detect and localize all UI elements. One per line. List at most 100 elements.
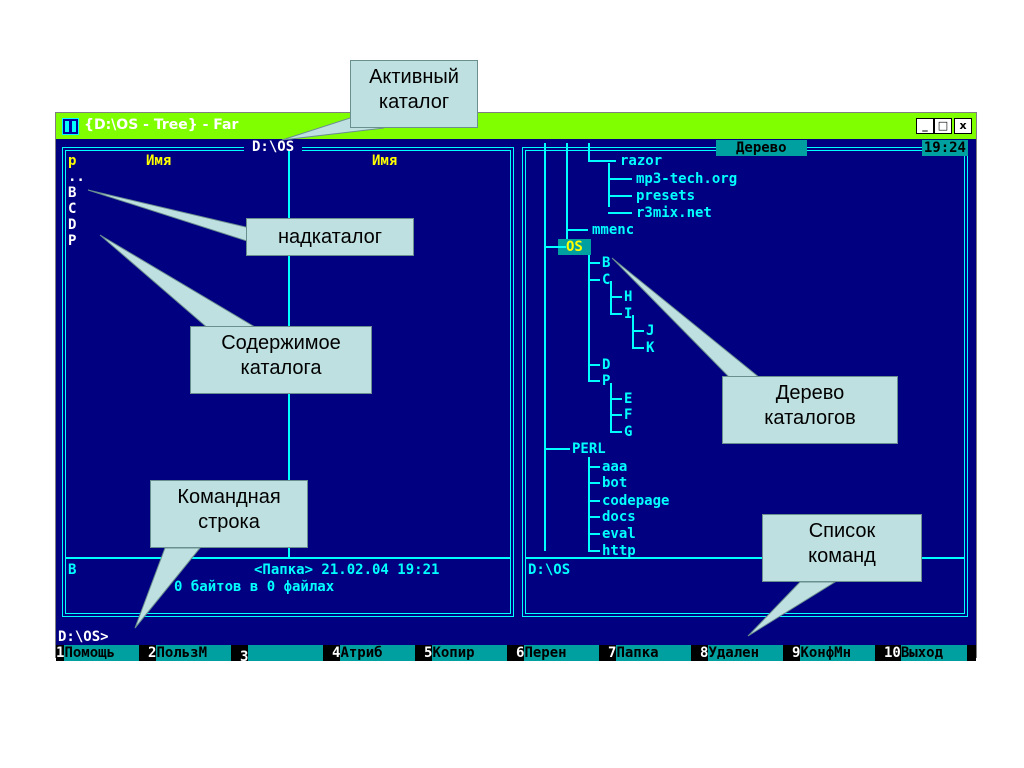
status-file-info: <Папка> 21.02.04 19:21: [254, 562, 440, 578]
tree-connector-line: [632, 330, 644, 332]
fkey-1[interactable]: 1Помощь: [56, 645, 148, 661]
close-button[interactable]: x: [954, 118, 972, 134]
parent-dir-item[interactable]: ..: [68, 169, 85, 185]
maximize-button[interactable]: □: [934, 118, 952, 134]
fkey-10[interactable]: 10Выход: [884, 645, 976, 661]
tree-node[interactable]: B: [602, 255, 611, 271]
tree-node[interactable]: H: [624, 289, 633, 305]
tree-node[interactable]: razor: [620, 153, 663, 169]
fkey-5[interactable]: 5Копир: [424, 645, 516, 661]
callout-dir-contents-text: Содержимое каталога: [221, 332, 341, 379]
fkey-number: 3: [240, 649, 249, 665]
tree-node[interactable]: P: [602, 373, 611, 389]
callout-command-line-text: Командная строка: [177, 486, 281, 533]
fkey-label: Копир: [432, 645, 508, 661]
tree-node[interactable]: http: [602, 543, 636, 559]
fkey-label: Удален: [708, 645, 784, 661]
tree-connector-line: [588, 262, 600, 264]
callout-parent-dir-text: надкаталог: [277, 226, 383, 248]
tree-node[interactable]: G: [624, 424, 633, 440]
tree-node[interactable]: PERL: [572, 441, 606, 457]
left-panel-path: D:\OS: [244, 139, 303, 155]
tree-node[interactable]: bot: [602, 475, 628, 491]
fkey-number: 7: [608, 645, 617, 661]
fkey-9[interactable]: 9КонфМн: [792, 645, 884, 661]
tree-connector-line: [610, 313, 622, 315]
tree-connector-line: [588, 160, 616, 162]
fkey-number: 9: [792, 645, 801, 661]
command-line-input[interactable]: D:\OS>: [58, 629, 109, 645]
tree-status-path: D:\OS: [528, 562, 571, 578]
fkey-number: 1: [56, 645, 65, 661]
tree-node[interactable]: D: [602, 357, 611, 373]
tree-node[interactable]: eval: [602, 526, 636, 542]
tree-panel-title: Дерево: [716, 140, 807, 156]
tree-connector-line: [632, 347, 644, 349]
tree-connector-line: [608, 178, 632, 180]
far-app-icon[interactable]: [62, 118, 79, 135]
tree-connector-line: [588, 380, 600, 382]
minimize-button[interactable]: _: [916, 118, 934, 134]
callout-command-list: Список команд: [762, 514, 922, 582]
status-file-name: B: [68, 562, 77, 578]
files-summary: 0 байтов в 0 файлах: [170, 579, 339, 595]
tree-node[interactable]: aaa: [602, 459, 628, 475]
tree-connector-line: [588, 279, 600, 281]
tree-connector-line: [588, 500, 600, 502]
tree-connector-line: [608, 195, 632, 197]
callout-command-line: Командная строка: [150, 480, 308, 548]
file-list-item[interactable]: C: [68, 201, 77, 217]
callout-parent-dir: надкаталог: [246, 218, 414, 256]
tree-connector-line: [566, 229, 588, 231]
fkey-label: Папка: [616, 645, 692, 661]
callout-active-dir-text: Активный каталог: [369, 66, 459, 113]
tree-connector-line: [566, 143, 568, 239]
tree-connector-line: [544, 448, 570, 450]
fkey-label: [248, 645, 324, 661]
fkey-label: Помощь: [64, 645, 140, 661]
tree-connector-line: [588, 550, 600, 552]
tree-connector-line: [588, 143, 590, 161]
status-separator: [66, 557, 510, 559]
tree-connector-line: [608, 163, 610, 207]
file-list-item[interactable]: B: [68, 185, 77, 201]
fkey-3[interactable]: 3: [240, 645, 332, 665]
callout-dir-tree-text: Дерево каталогов: [764, 382, 856, 429]
fkey-4[interactable]: 4Атриб: [332, 645, 424, 661]
tree-connector-line: [588, 533, 600, 535]
file-list-item[interactable]: P: [68, 233, 77, 249]
tree-connector-line: [588, 466, 600, 468]
fkey-label: Атриб: [340, 645, 416, 661]
tree-node[interactable]: codepage: [602, 493, 670, 509]
fkey-2[interactable]: 2ПользМ: [148, 645, 240, 661]
tree-node-active[interactable]: OS: [558, 239, 591, 255]
tree-connector-line: [588, 255, 590, 381]
tree-connector-line: [610, 398, 622, 400]
fkey-number: 8: [700, 645, 709, 661]
tree-node[interactable]: presets: [636, 188, 696, 204]
status-separator: [526, 557, 964, 559]
sort-indicator[interactable]: р: [68, 153, 77, 169]
tree-node[interactable]: docs: [602, 509, 636, 525]
fkey-7[interactable]: 7Папка: [608, 645, 700, 661]
tree-connector-line: [544, 246, 566, 248]
window-title: {D:\OS - Tree} - Far: [84, 117, 239, 133]
tree-node[interactable]: E: [624, 391, 633, 407]
fkey-number: 4: [332, 645, 341, 661]
tree-node[interactable]: r3mix.net: [636, 205, 712, 221]
tree-connector-line: [588, 457, 590, 551]
tree-node[interactable]: K: [646, 340, 655, 356]
tree-node[interactable]: mp3-tech.org: [636, 171, 738, 187]
fkey-8[interactable]: 8Удален: [700, 645, 792, 661]
tree-connector-line: [588, 516, 600, 518]
title-bar[interactable]: {D:\OS - Tree} - Far _ □ x: [56, 113, 976, 139]
fkey-label: Выход: [900, 645, 967, 661]
tree-node[interactable]: J: [646, 323, 655, 339]
fkey-6[interactable]: 6Перен: [516, 645, 608, 661]
file-list-item[interactable]: D: [68, 217, 77, 233]
tree-node[interactable]: mmenc: [592, 222, 635, 238]
tree-node[interactable]: F: [624, 407, 633, 423]
tree-node[interactable]: C: [602, 272, 611, 288]
fkey-number: 5: [424, 645, 433, 661]
